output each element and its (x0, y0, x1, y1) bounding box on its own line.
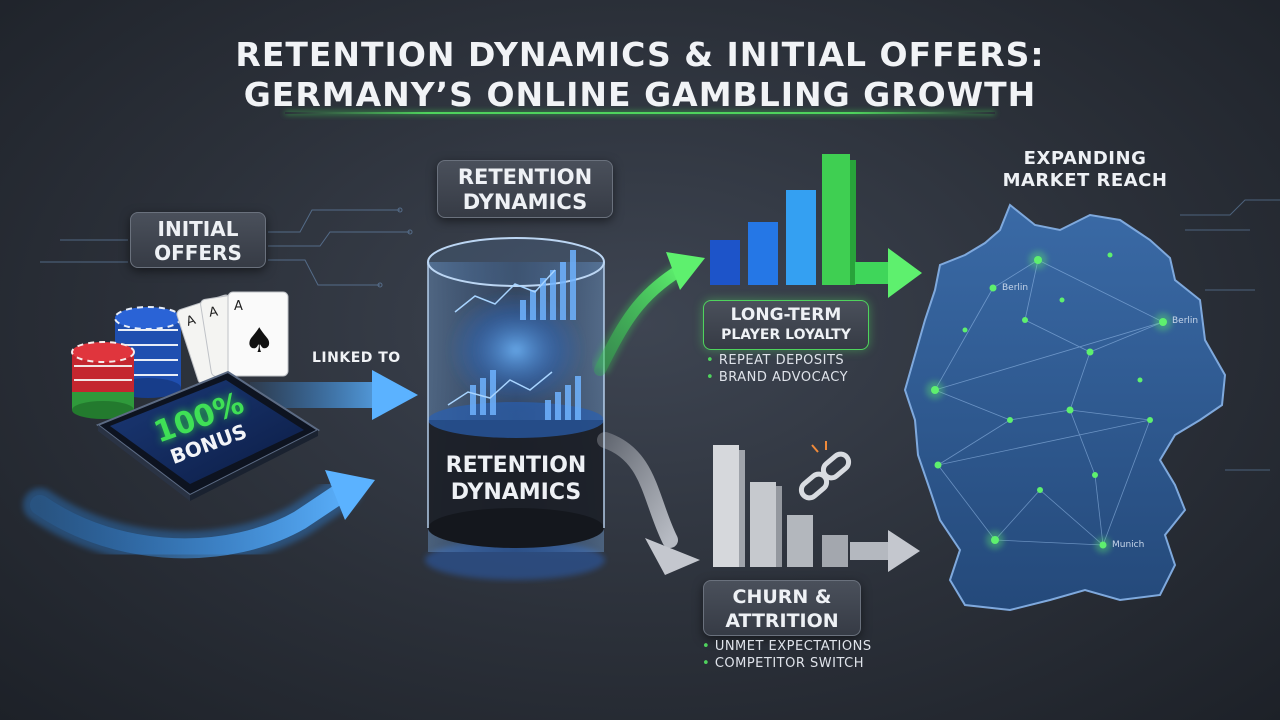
retention-band-label: RETENTION DYNAMICS (428, 452, 604, 506)
churn-bullet: UNMET EXPECTATIONS (702, 638, 872, 655)
title-underline (285, 112, 995, 114)
initial-offers-panel: INITIAL OFFERS (130, 212, 266, 268)
retention-dynamics-panel: RETENTION DYNAMICS (437, 160, 613, 218)
retention-band-line-2: DYNAMICS (450, 480, 582, 505)
churn-bullet: COMPETITOR SWITCH (702, 655, 872, 672)
market-reach-label: EXPANDING MARKET REACH (950, 148, 1220, 192)
title-line-2: GERMANY’S ONLINE GAMBLING GROWTH (243, 75, 1037, 114)
churn-line-1: CHURN & (732, 586, 832, 608)
city-label: Berlin (1002, 283, 1029, 293)
churn-panel: CHURN & ATTRITION (703, 580, 861, 636)
city-label: Munich (1112, 540, 1145, 550)
retention-band-line-1: RETENTION (445, 453, 587, 478)
circuit-lines-right (1180, 199, 1280, 471)
decline-bars (713, 441, 920, 572)
playing-cards: A A A♠ (176, 291, 289, 385)
growth-bars (710, 154, 922, 298)
loyalty-bullets: REPEAT DEPOSITS BRAND ADVOCACY (706, 352, 848, 386)
loyalty-bullet: BRAND ADVOCACY (706, 369, 848, 386)
svg-text:♠: ♠ (244, 321, 274, 361)
circuit-lines-left (40, 207, 413, 288)
initial-offers-line-1: INITIAL (157, 217, 239, 241)
retention-top-line-1: RETENTION (457, 165, 593, 189)
churn-line-2: ATTRITION (725, 610, 839, 632)
svg-text:A: A (208, 305, 219, 321)
germany-map (903, 203, 1227, 612)
tablet (96, 370, 321, 501)
title-line-1: RETENTION DYNAMICS & INITIAL OFFERS: (235, 35, 1045, 74)
svg-text:A: A (234, 299, 243, 314)
market-line-2: MARKET REACH (1002, 170, 1168, 191)
linked-to-label: LINKED TO (312, 350, 401, 366)
loyalty-bullet: REPEAT DEPOSITS (706, 352, 848, 369)
retention-top-line-2: DYNAMICS (462, 190, 588, 214)
city-label: Berlin (1172, 316, 1199, 326)
churn-bullets: UNMET EXPECTATIONS COMPETITOR SWITCH (702, 638, 872, 672)
market-line-1: EXPANDING (1023, 148, 1147, 169)
retention-cylinder (425, 237, 605, 580)
loyalty-line-2: PLAYER LOYALTY (721, 327, 851, 343)
loyalty-panel: LONG-TERM PLAYER LOYALTY (703, 300, 869, 350)
chip-stacks (71, 306, 182, 419)
loyalty-line-1: LONG-TERM (730, 305, 842, 325)
initial-offers-line-2: OFFERS (154, 241, 242, 265)
